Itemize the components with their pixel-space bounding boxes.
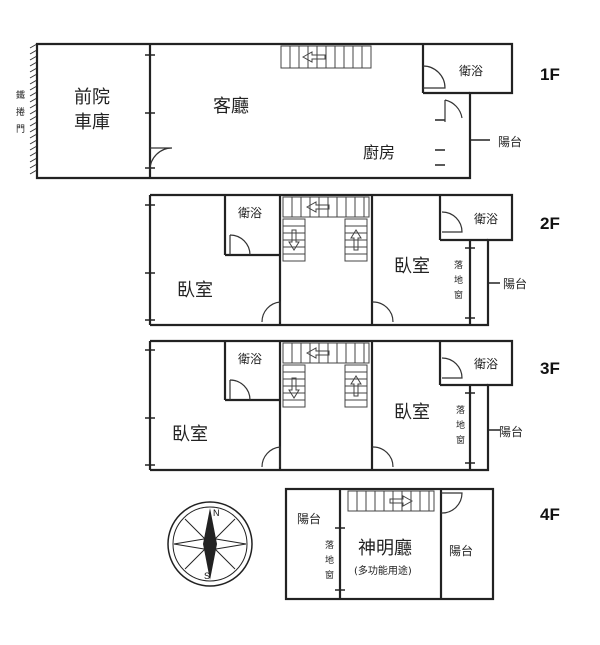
- kitchen-label: 廚房: [363, 143, 395, 162]
- french-window-2f-char-1: 落: [454, 259, 463, 271]
- wall-ticks-4f: [335, 527, 345, 591]
- iron-gate-char-2: 捲: [16, 106, 25, 118]
- stairs-2f: [282, 196, 370, 262]
- floor-3f: 衛浴 衛浴 臥室 臥室 落 地 窗 陽台 3F: [145, 339, 560, 472]
- balcony-4f-left-label: 陽台: [297, 511, 321, 526]
- floor-label-2f: 2F: [540, 214, 560, 233]
- front-yard-label: 前院: [74, 87, 110, 108]
- doors-1f: [149, 65, 463, 171]
- wall-ticks-3f: [145, 349, 500, 466]
- bathroom-3f-left-label: 衛浴: [238, 352, 262, 366]
- iron-gate-char-1: 鐵: [16, 89, 25, 101]
- bedroom-2f-right-label: 臥室: [394, 256, 430, 277]
- balcony-3f-label: 陽台: [499, 424, 523, 439]
- french-window-3f-char-1: 落: [456, 404, 465, 416]
- doors-2f: [229, 211, 463, 323]
- floor-4f: 陽台 陽台 神明廳 (多功能用途) 落 地 窗 4F: [284, 487, 560, 601]
- french-window-3f-char-3: 窗: [456, 434, 465, 446]
- french-window-4f-char-3: 窗: [325, 569, 334, 581]
- walls-4f: [284, 487, 495, 601]
- wall-ticks-2f: [145, 204, 500, 321]
- compass-south: S: [204, 571, 210, 581]
- stairs-4f: [347, 490, 435, 512]
- french-window-2f-char-2: 地: [454, 274, 463, 286]
- bathroom-3f-right-label: 衛浴: [474, 357, 498, 371]
- stairs-3f: [282, 342, 370, 408]
- shrine-note-label: (多功能用途): [354, 564, 412, 577]
- bathroom-1f-label: 衛浴: [459, 64, 483, 78]
- balcony-1f-label: 陽台: [498, 134, 522, 149]
- compass-north: N: [213, 508, 220, 518]
- wall-ticks-1f: [145, 54, 490, 169]
- walls-2f: [148, 193, 514, 327]
- floor-label-3f: 3F: [540, 359, 560, 378]
- compass-rose-icon: N S: [167, 501, 253, 587]
- balcony-2f-label: 陽台: [503, 276, 527, 291]
- french-window-4f-char-1: 落: [325, 539, 334, 551]
- floor-1f: 鐵 捲 門 前院 車庫 客廳 衛浴 廚房 陽台 1F: [16, 42, 560, 180]
- iron-gate-char-3: 門: [16, 124, 25, 135]
- floor-2f: 衛浴 衛浴 臥室 臥室 落 地 窗 陽台 2F: [145, 193, 560, 327]
- floor-label-1f: 1F: [540, 65, 560, 84]
- french-window-3f-label: 落 地 窗: [456, 404, 465, 446]
- living-room-label: 客廳: [213, 96, 249, 117]
- french-window-3f-char-2: 地: [456, 419, 465, 431]
- french-window-2f-char-3: 窗: [454, 289, 463, 301]
- french-window-4f-label: 落 地 窗: [325, 539, 334, 581]
- shrine-hall-label: 神明廳: [358, 538, 412, 559]
- doors-4f: [440, 492, 463, 514]
- bedroom-3f-right-label: 臥室: [394, 402, 430, 423]
- bedroom-3f-left-label: 臥室: [172, 424, 208, 445]
- french-window-4f-char-2: 地: [325, 554, 334, 566]
- iron-gate-label: 鐵 捲 門: [16, 89, 25, 135]
- garage-label: 車庫: [74, 112, 110, 133]
- bathroom-2f-left-label: 衛浴: [238, 206, 262, 220]
- bathroom-2f-right-label: 衛浴: [474, 212, 498, 226]
- balcony-4f-right-label: 陽台: [449, 543, 473, 558]
- doors-3f: [229, 357, 463, 468]
- walls-1f: [35, 42, 514, 180]
- floor-label-4f: 4F: [540, 505, 560, 524]
- bedroom-2f-left-label: 臥室: [177, 280, 213, 301]
- french-window-2f-label: 落 地 窗: [454, 259, 463, 301]
- stairs-1f: [280, 45, 372, 69]
